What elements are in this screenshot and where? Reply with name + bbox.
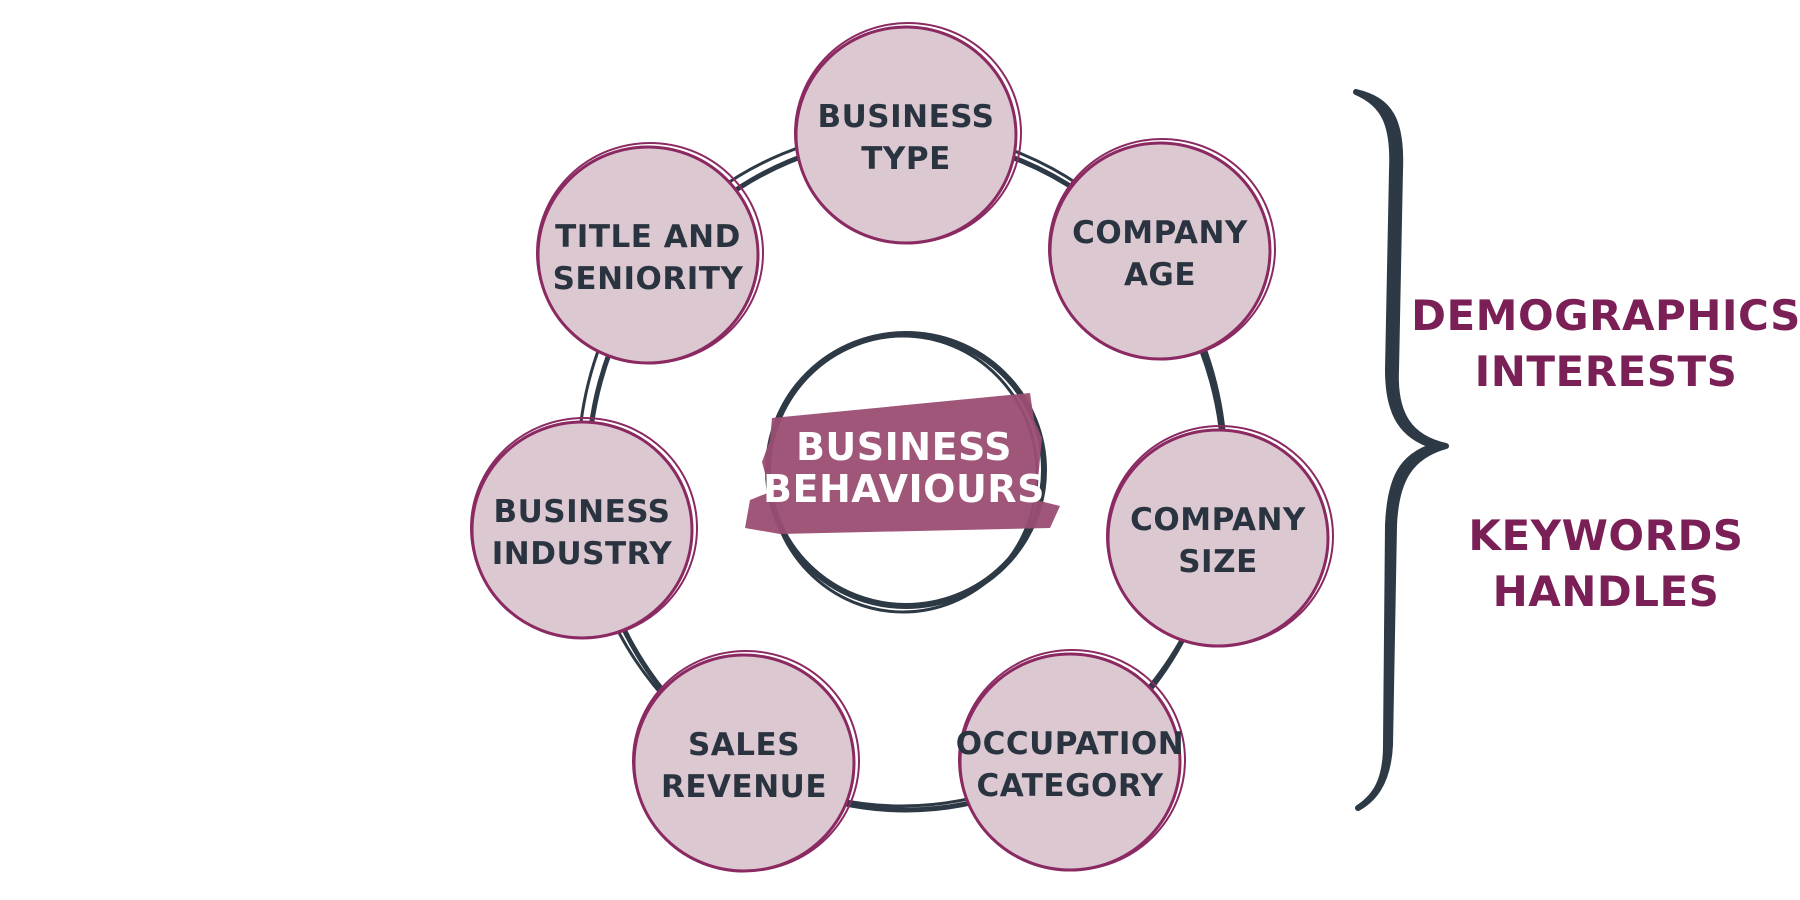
node-circle-outline [958,649,1186,871]
node-label-line: SIZE [1178,544,1258,580]
node-title-and-seniority: TITLE AND SENIORITY [536,142,764,365]
side-label-line: KEYWORDS [1468,511,1743,560]
node-label-line: CATEGORY [976,768,1163,804]
node-label-line: BUSINESS [817,99,994,135]
side-group-2: KEYWORDS HANDLES [1468,511,1743,616]
center-group: BUSINESS BEHAVIOURS [745,331,1060,614]
node-circle-outline [1048,138,1276,360]
center-banner [745,393,1060,534]
node-circle-outline [1106,425,1334,647]
node-business-type: BUSINESS TYPE [794,22,1022,245]
node-business-industry: BUSINESS INDUSTRY [470,417,698,640]
node-label-line: TYPE [861,141,951,177]
side-label-line: DEMOGRAPHICS [1411,291,1800,340]
node-label-line: SALES [688,727,800,763]
node-label-line: COMPANY [1072,215,1248,251]
node-label-line: BUSINESS [493,494,670,530]
side-label-line: HANDLES [1493,567,1720,616]
side-labels: DEMOGRAPHICS INTERESTS KEYWORDS HANDLES [1411,291,1800,616]
side-label-line: INTERESTS [1475,347,1738,396]
node-circle-outline [794,22,1022,244]
node-sales-revenue: SALES REVENUE [632,650,860,873]
node-circle-outline [536,142,764,364]
node-company-size: COMPANY SIZE [1106,425,1334,648]
node-label-line: SENIORITY [553,261,744,297]
curly-brace [1353,89,1449,811]
side-group-1: DEMOGRAPHICS INTERESTS [1411,291,1800,396]
node-circle-outline [632,650,860,872]
node-label-line: TITLE AND [555,219,741,255]
node-label-line: AGE [1124,257,1196,293]
node-label-line: OCCUPATION [956,726,1184,762]
brace-group [1353,89,1449,811]
node-label-line: REVENUE [661,769,827,805]
center-title-line-2: BEHAVIOURS [763,467,1045,511]
node-occupation-category: OCCUPATION CATEGORY [956,649,1186,872]
node-circle-outline [470,417,698,639]
node-label-line: INDUSTRY [492,536,673,572]
nodes: BUSINESS TYPE COMPANY AGE COMPANY SIZE OCCUPAT… [470,22,1334,873]
center-title-line-1: BUSINESS [796,425,1012,469]
node-label-line: COMPANY [1130,502,1306,538]
node-company-age: COMPANY AGE [1048,138,1276,361]
